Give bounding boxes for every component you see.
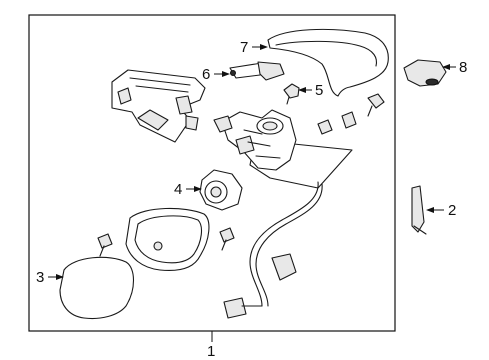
part-bolt-left xyxy=(97,233,113,257)
callout-7: 7 xyxy=(240,39,248,56)
callout-8: 8 xyxy=(459,59,467,76)
callout-3: 3 xyxy=(36,269,44,286)
part-mirror-housing-bracket xyxy=(111,69,206,143)
part-clips xyxy=(317,111,357,135)
callout-5: 5 xyxy=(315,82,323,99)
callout-4: 4 xyxy=(174,181,182,198)
part-glass-backing-plate xyxy=(125,207,210,272)
part-blind-spot-module xyxy=(403,59,447,87)
part-motor xyxy=(199,169,243,211)
part-mirror-glass xyxy=(59,256,135,320)
part-bolt-upper xyxy=(367,93,385,117)
callout-6: 6 xyxy=(202,66,210,83)
part-mirror-base-actuator xyxy=(213,109,353,189)
callout-1: 1 xyxy=(207,343,215,360)
callout-leaders xyxy=(48,44,456,342)
part-clip-2 xyxy=(411,185,427,235)
part-screw-5 xyxy=(283,83,300,105)
part-mirror-cap xyxy=(267,28,389,97)
callout-2: 2 xyxy=(448,202,456,219)
part-wire-harness xyxy=(223,181,323,319)
part-turn-signal-bulb xyxy=(229,61,285,81)
part-bolt-center xyxy=(219,227,235,251)
